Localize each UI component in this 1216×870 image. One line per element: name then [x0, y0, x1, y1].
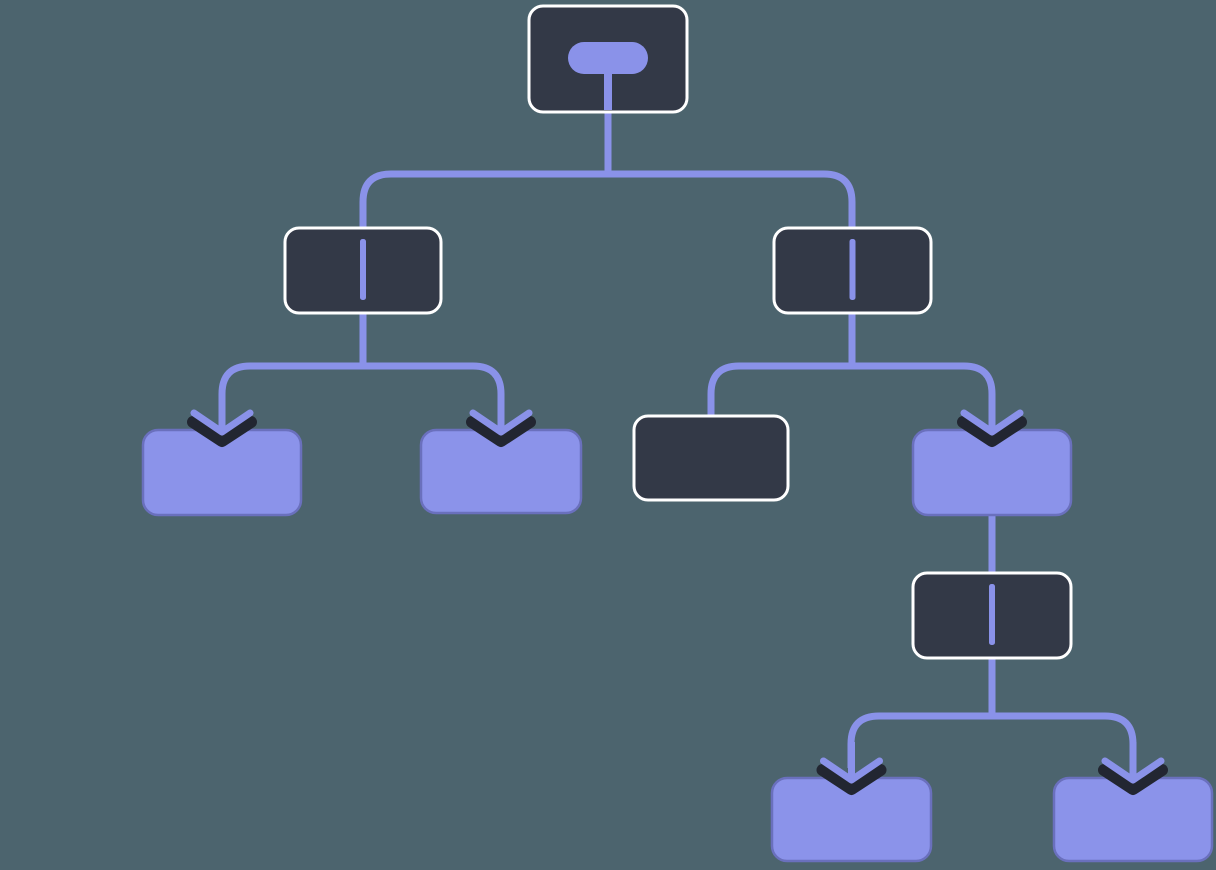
pill-stem-icon: [568, 42, 648, 110]
edge-root-to-splits: [359, 110, 856, 234]
edge-right-split: [707, 311, 996, 422]
chevron-down-arrow-icon: [466, 394, 536, 447]
divider-icon: [849, 239, 856, 300]
chevron-down-arrow-icon: [187, 394, 257, 447]
chevron-down-arrow-icon: [1098, 742, 1168, 795]
placeholder-node-body[interactable]: [632, 414, 790, 502]
branch-node-left[interactable]: [283, 226, 443, 315]
branch-node-right[interactable]: [772, 226, 933, 315]
chevron-down-arrow-icon: [816, 742, 887, 795]
divider-icon: [989, 584, 995, 645]
arrowheads: [187, 394, 1168, 795]
branch-node-bottom[interactable]: [911, 571, 1073, 660]
connectors: [218, 110, 1137, 768]
root-node[interactable]: [527, 4, 689, 114]
divider-icon: [360, 239, 366, 300]
nodes: [141, 4, 1214, 863]
placeholder-node[interactable]: [632, 414, 790, 502]
edge-left-split: [218, 311, 505, 420]
chevron-down-arrow-icon: [957, 394, 1027, 447]
edge-bottom-split: [847, 656, 1137, 768]
